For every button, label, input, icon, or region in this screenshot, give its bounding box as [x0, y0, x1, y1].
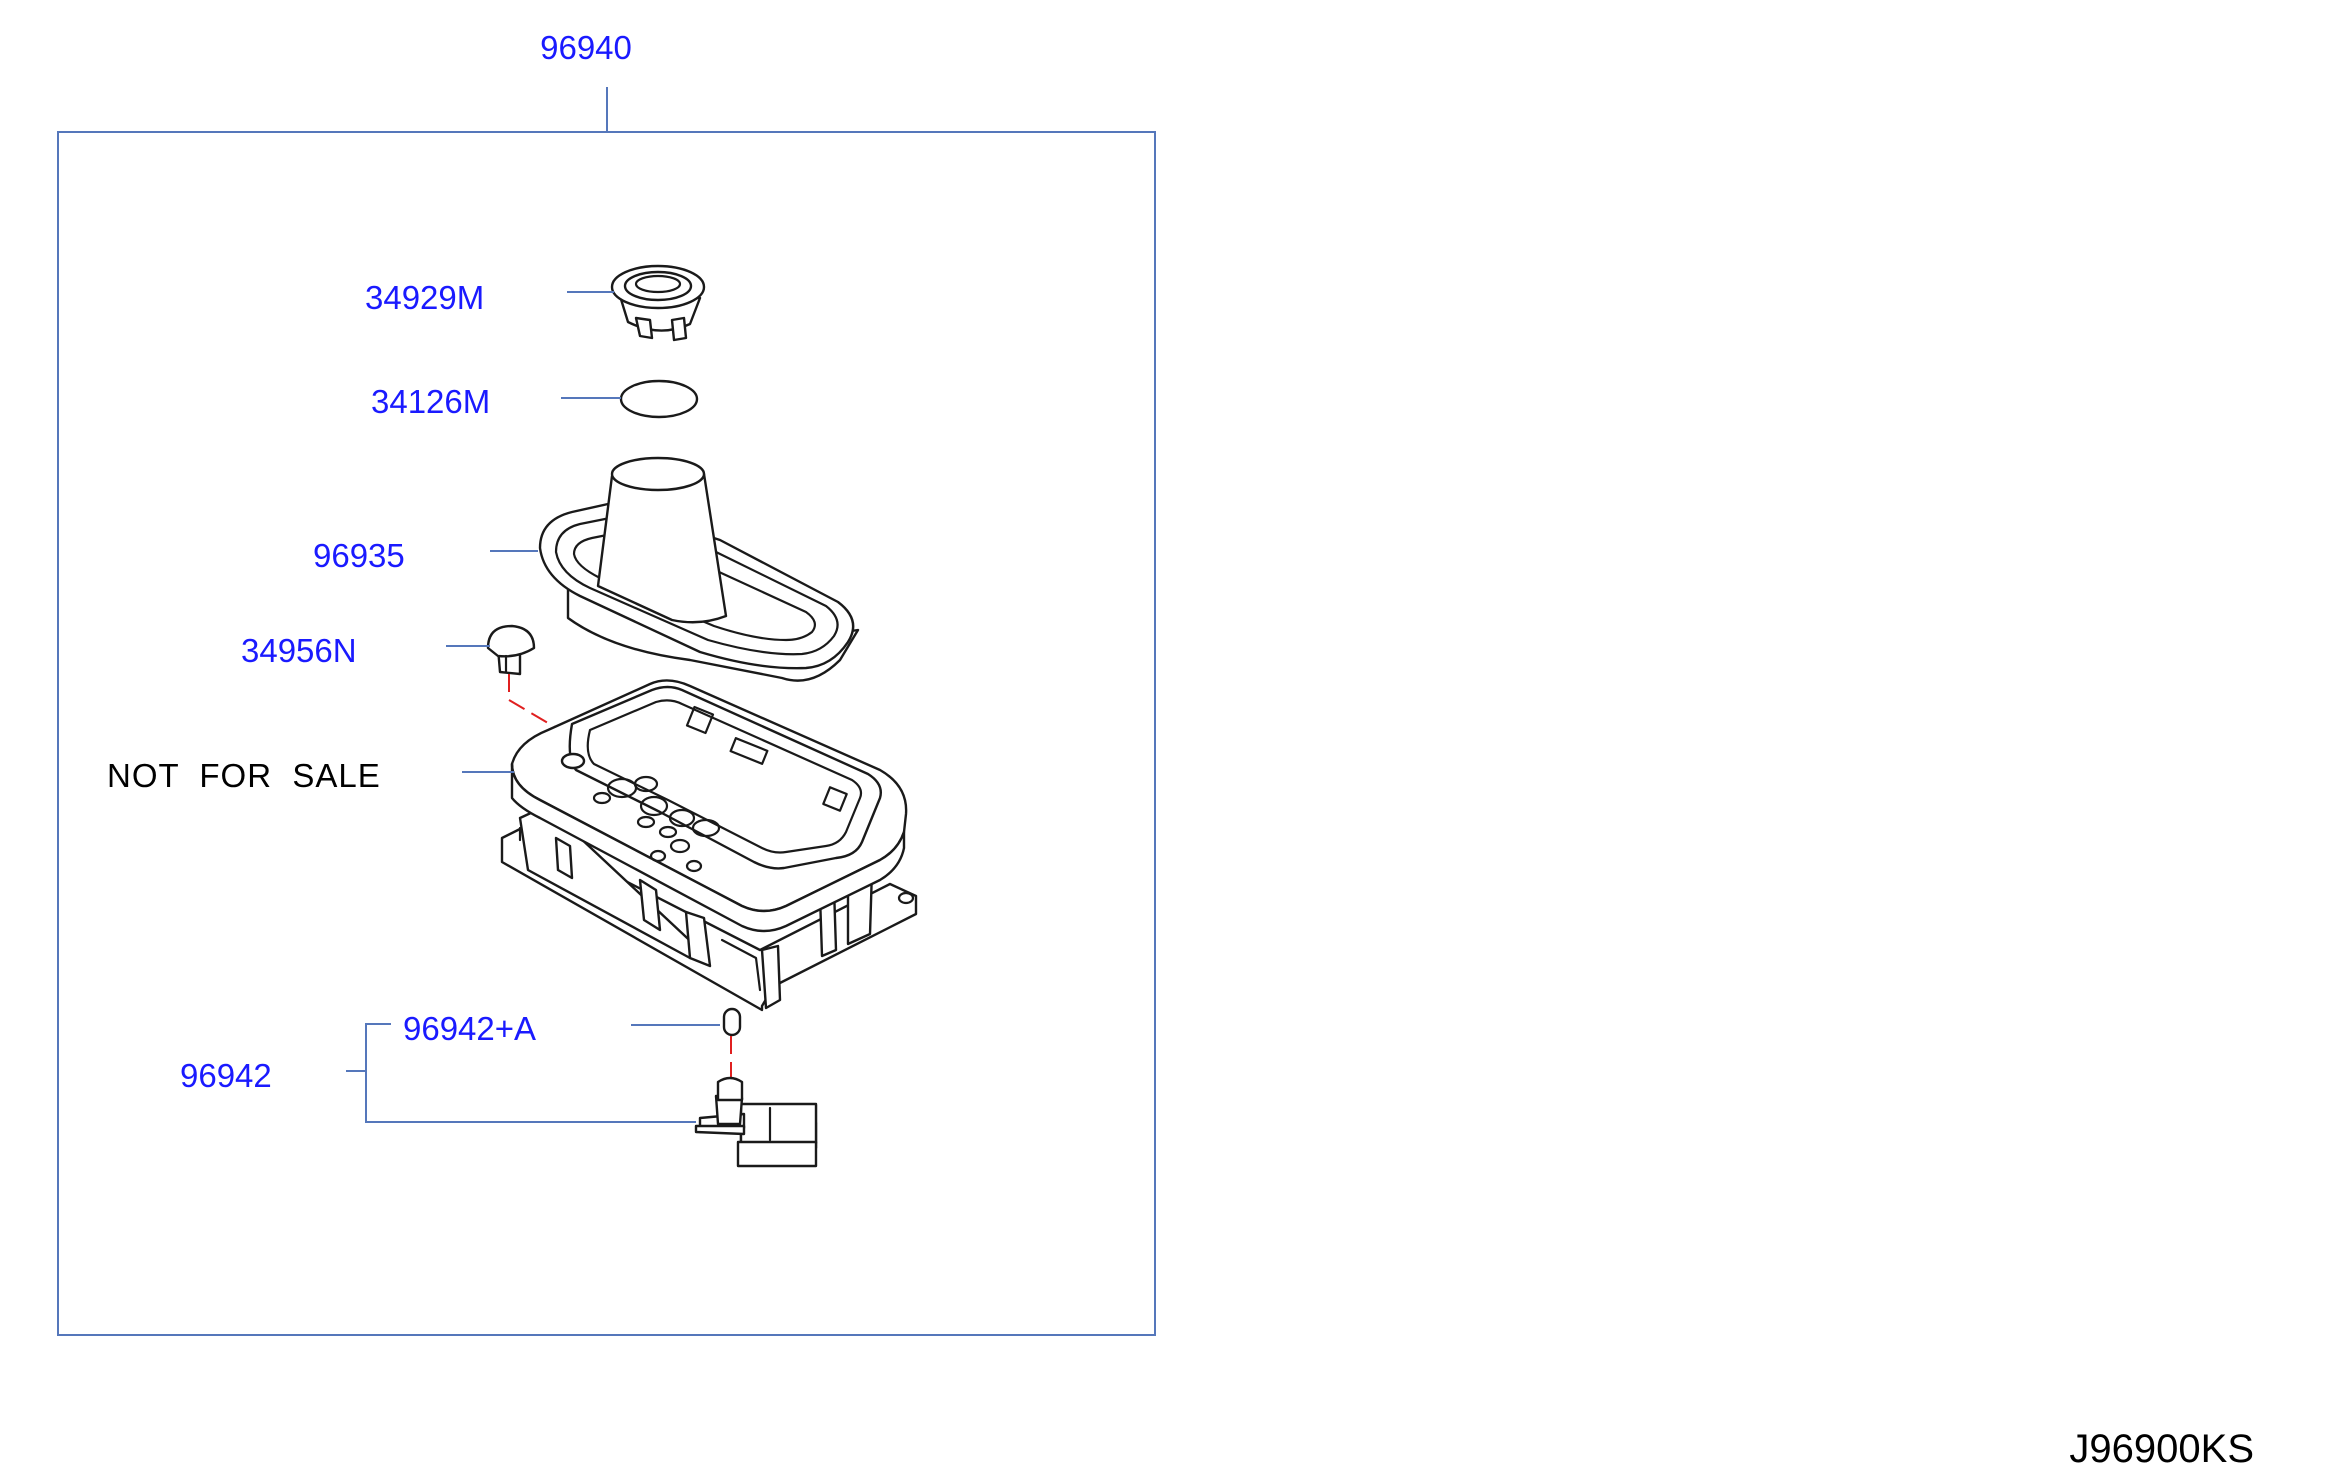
callout-not-for-sale[interactable]: NOT FOR SALE [107, 757, 381, 794]
callout-96942-A[interactable]: 96942+A [403, 1010, 536, 1047]
assembly-number-label[interactable]: 96940 [540, 29, 632, 66]
callout-34929M[interactable]: 34929M [365, 279, 484, 316]
retainer-ring-part[interactable] [610, 264, 706, 342]
callout-96935[interactable]: 96935 [313, 537, 405, 574]
callout-96942[interactable]: 96942 [180, 1057, 272, 1094]
callout-34126M[interactable]: 34126M [371, 383, 490, 420]
leader-bracket-96942 [346, 1023, 696, 1123]
shift-boot-part[interactable] [538, 456, 860, 682]
callout-34956N[interactable]: 34956N [241, 632, 357, 669]
seal-ring-part[interactable] [619, 379, 699, 419]
console-finisher-part[interactable] [500, 679, 918, 1012]
socket-harness-part[interactable] [694, 1076, 818, 1168]
clip-part[interactable] [486, 624, 536, 676]
bulb-part[interactable] [722, 1007, 742, 1037]
diagram-code: J96900KS [2069, 1427, 2254, 1471]
